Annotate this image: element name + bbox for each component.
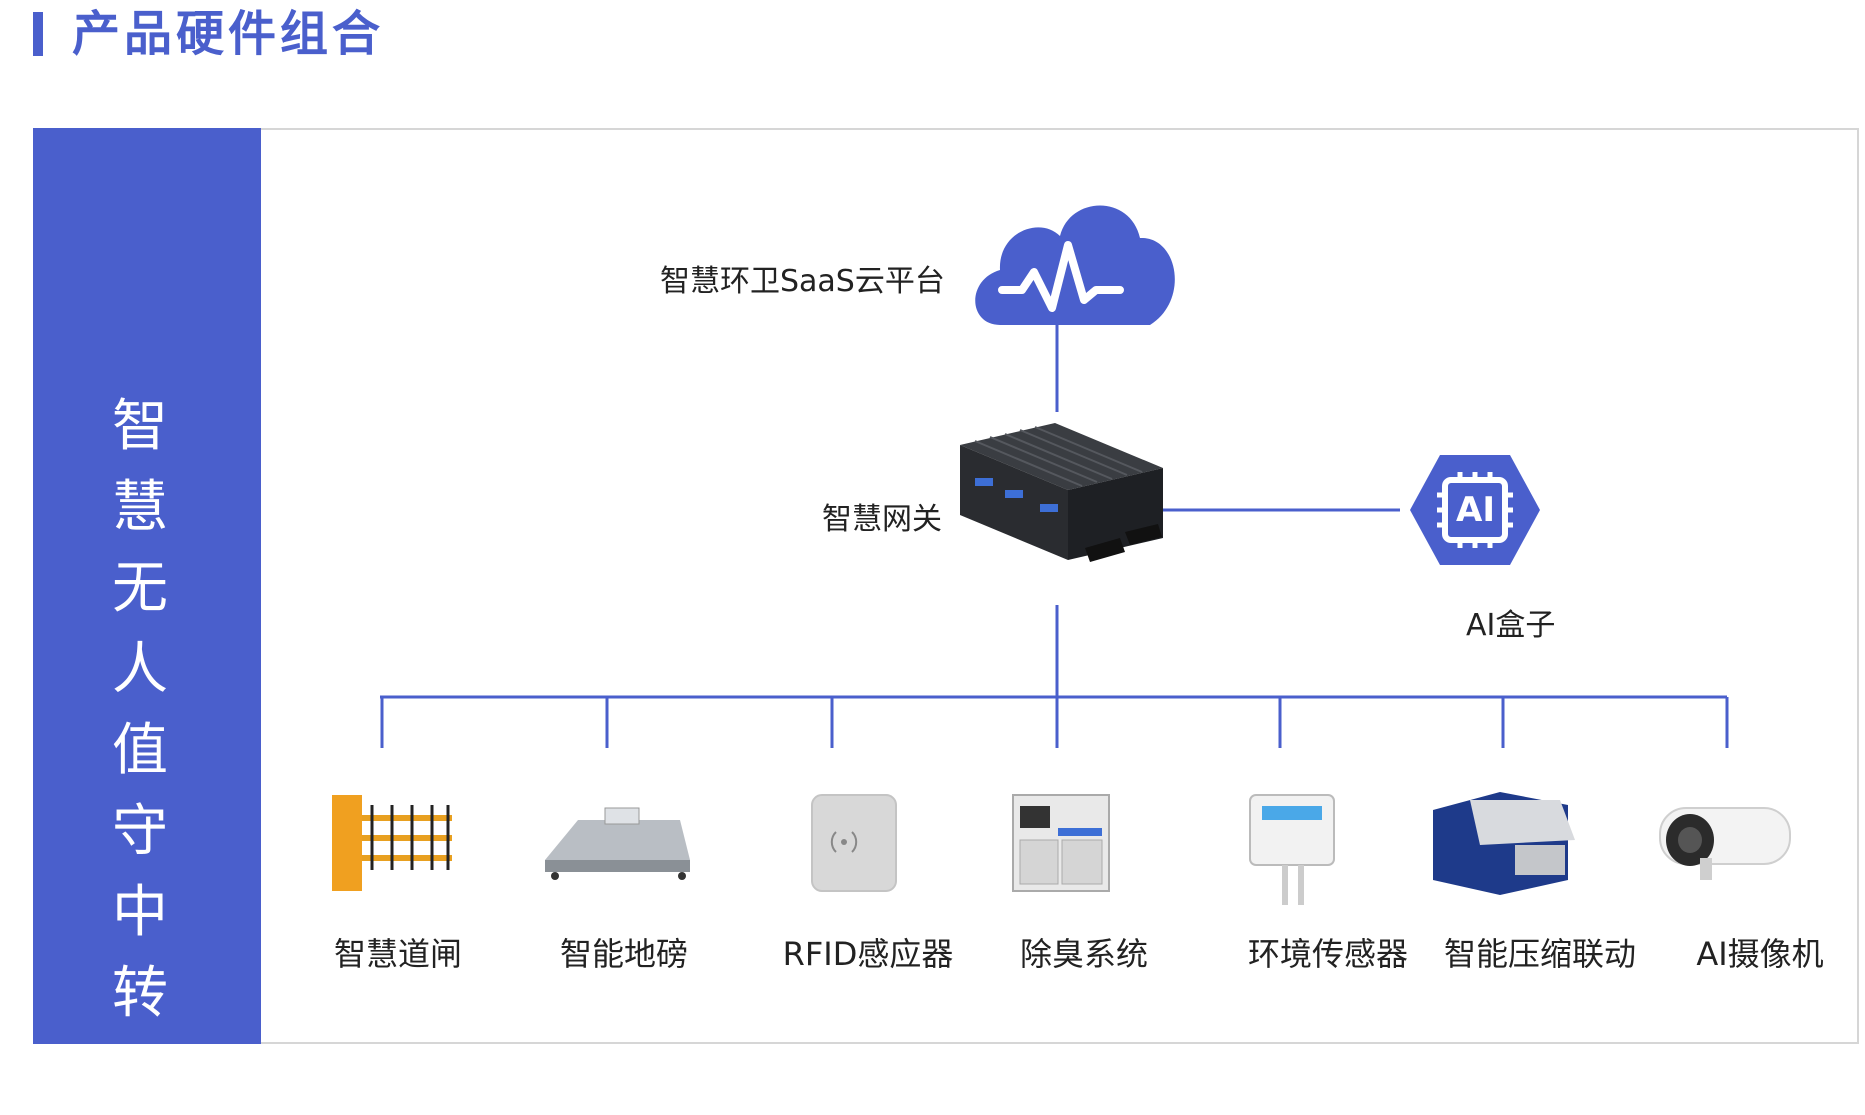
gateway-label: 智慧网关 — [822, 502, 942, 537]
connection-diagram — [332, 205, 1791, 905]
cloud-label: 智慧环卫SaaS云平台 — [660, 264, 945, 299]
bullet-camera-icon — [1659, 807, 1791, 880]
ai-chip-icon — [1410, 455, 1540, 565]
deodorization-cabinet-icon — [1012, 794, 1110, 892]
title-accent-bar — [33, 12, 43, 56]
ai-box-label: AI盒子 — [1466, 608, 1556, 643]
side-title: 智慧无人值守中转站 — [112, 394, 178, 1107]
page-title: 产品硬件组合 — [72, 6, 385, 62]
product-label-sensor: 环境传感器 — [1247, 935, 1408, 973]
gateway-box-icon — [960, 423, 1163, 562]
product-label-weighbridge: 智能地磅 — [559, 935, 688, 973]
product-label-gate: 智慧道闸 — [333, 935, 462, 973]
weighbridge-icon — [545, 807, 690, 880]
rfid-reader-icon — [811, 794, 897, 892]
cloud-pulse-icon — [975, 205, 1175, 325]
product-label-compactor: 智能压缩联动 — [1443, 935, 1636, 973]
side-panel — [33, 128, 261, 1044]
compactor-icon — [1433, 792, 1575, 895]
product-label-camera: AI摄像机 — [1696, 935, 1824, 973]
product-label-rfid: RFID感应器 — [782, 935, 954, 973]
environment-sensor-icon — [1249, 794, 1335, 905]
barrier-gate-icon — [332, 795, 452, 891]
product-label-deodorization: 除臭系统 — [1019, 935, 1148, 973]
ai-box-icon-text: AI — [1456, 490, 1495, 530]
